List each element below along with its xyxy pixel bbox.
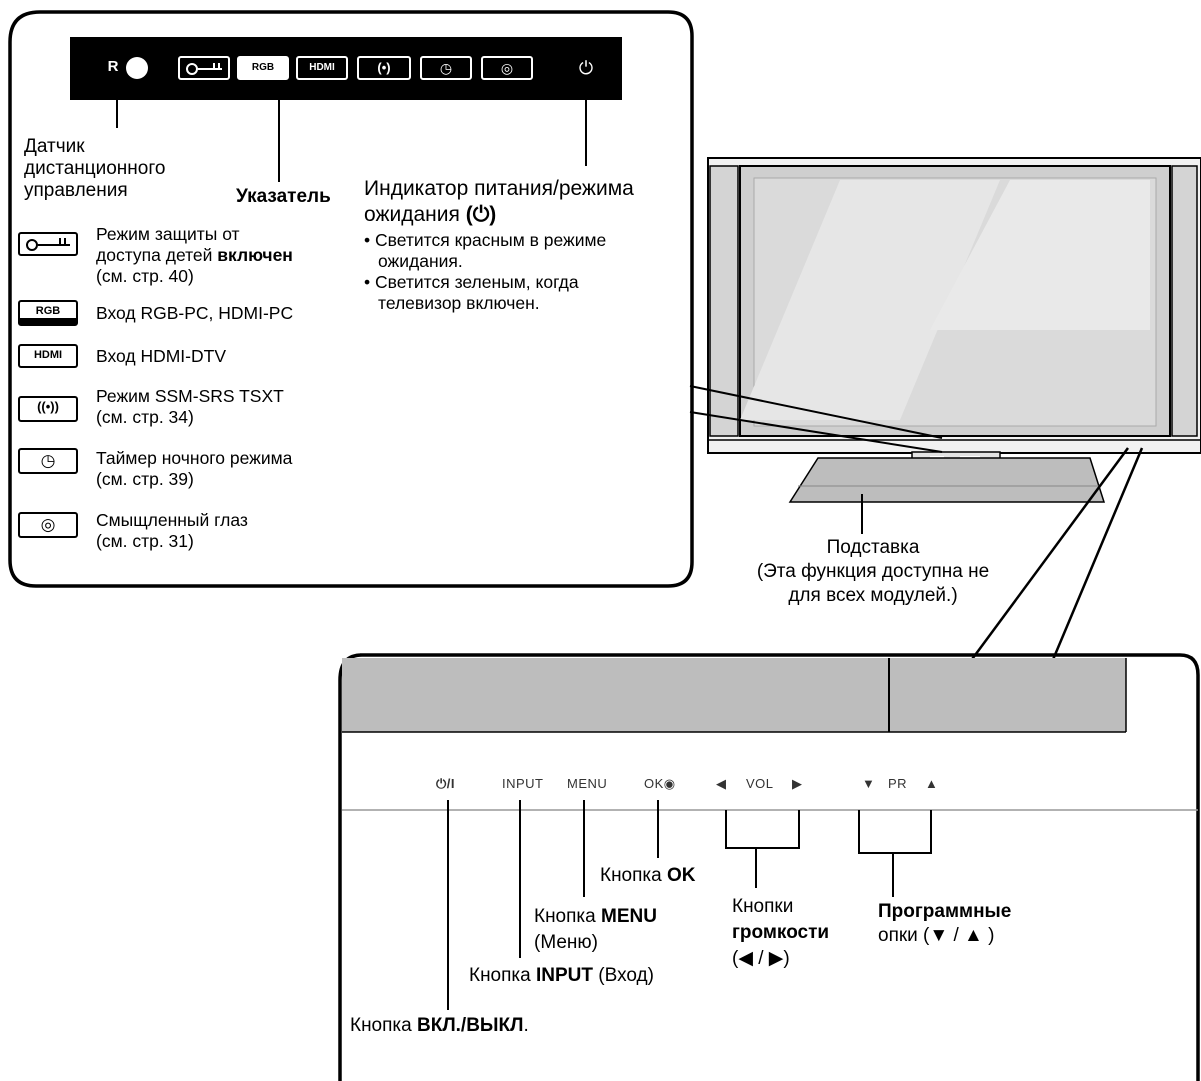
- legend-item-sound: Режим SSM-SRS TSXT (см. стр. 34): [96, 386, 284, 427]
- legend-item-rgb: Вход RGB-PC, HDMI-PC: [96, 303, 294, 323]
- volume-callout: Кнопки громкости (◀ / ▶): [732, 896, 830, 969]
- power-callout: Кнопка ВКЛ./ВЫКЛ.: [350, 1015, 529, 1036]
- eye-icon: ◎: [481, 56, 533, 80]
- ok-callout: Кнопка OK: [600, 865, 696, 886]
- vol-up-button[interactable]: ▶: [792, 776, 803, 791]
- legend-item-hdmi: Вход HDMI-DTV: [96, 346, 226, 366]
- pointer-label: Указатель: [236, 186, 331, 207]
- remote-sensor-icon: R: [107, 58, 119, 75]
- hdmi-icon: HDMI: [296, 56, 348, 80]
- legend-item-eye: Смыщленный глаз (см. стр. 31): [96, 510, 248, 551]
- remote-sensor-label: Датчик дистанционного управления: [24, 136, 166, 201]
- sound-icon: (•): [357, 56, 411, 80]
- power-indicator-callout: Индикатор питания/режима ожидания (⏻) • …: [364, 177, 634, 313]
- pr-down-button[interactable]: ▼: [862, 776, 876, 791]
- pr-up-button[interactable]: ▲: [925, 776, 939, 791]
- stand-label: Подставка (Эта функция доступна не для в…: [756, 537, 990, 606]
- eye-icon: ◎: [18, 512, 78, 538]
- legend-item-lock: Режим защиты от доступа детей включен (с…: [96, 224, 293, 286]
- program-callout: Программные опки (▼ / ▲ ): [878, 901, 1012, 946]
- key-lock-icon: [178, 56, 230, 80]
- sound-icon: ((•)): [18, 396, 78, 422]
- tv-illustration: [707, 157, 1201, 503]
- input-button[interactable]: INPUT: [502, 776, 544, 791]
- ok-button[interactable]: OK◉: [644, 776, 676, 791]
- menu-button[interactable]: MENU: [567, 776, 608, 791]
- input-callout: Кнопка INPUT (Вход): [469, 965, 654, 986]
- legend-item-clock: Таймер ночного режима (см. стр. 39): [96, 448, 293, 489]
- power-button[interactable]: ⏻/I: [436, 776, 456, 791]
- rgb-icon: RGB: [237, 56, 289, 80]
- power-icon: ⏻: [578, 58, 594, 78]
- rgb-icon: RGB: [18, 300, 78, 326]
- remote-sensor-dot: [126, 57, 148, 79]
- vol-label: VOL: [746, 776, 774, 791]
- key-lock-icon: [18, 232, 78, 256]
- menu-callout: Кнопка MENU (Меню): [534, 906, 657, 953]
- clock-icon: ◷: [18, 448, 78, 474]
- clock-icon: ◷: [420, 56, 472, 80]
- pr-label: PR: [888, 776, 908, 791]
- hdmi-icon: HDMI: [18, 344, 78, 368]
- vol-down-button[interactable]: ◀: [716, 776, 727, 791]
